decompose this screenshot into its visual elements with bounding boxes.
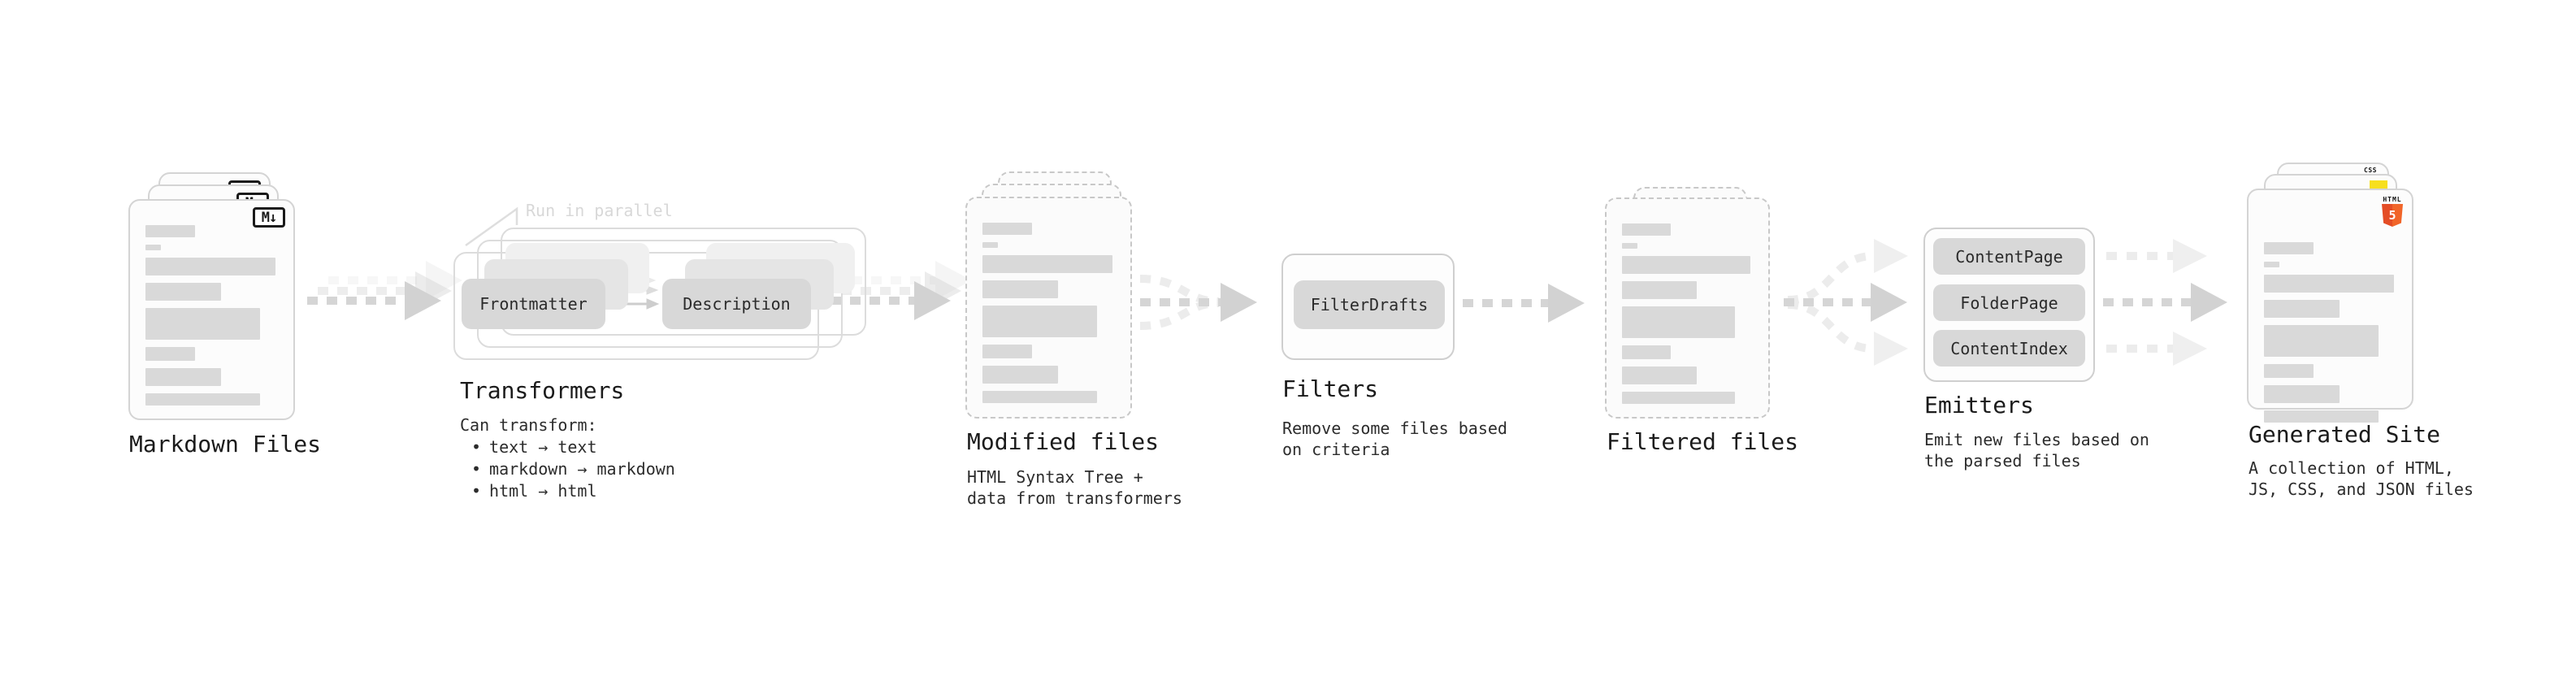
markdown-icon: M↓	[253, 207, 285, 228]
stage-label-generated-site: Generated Site	[2249, 421, 2441, 448]
stage-label-markdown-files: Markdown Files	[129, 431, 322, 458]
bullet-glyph: •	[471, 481, 482, 501]
modified-desc-line1: HTML Syntax Tree +	[967, 467, 1143, 487]
contentpage-pill: ContentPage	[1933, 238, 2085, 275]
filters-desc-line2: on criteria	[1282, 440, 1390, 459]
filterdrafts-pill-label: FilterDrafts	[1310, 295, 1429, 314]
doc-text-bar	[1622, 367, 1697, 384]
folderpage-pill-label: FolderPage	[1960, 293, 2058, 313]
doc-text-bar	[2264, 262, 2280, 267]
doc-text-bar	[982, 306, 1097, 337]
contentindex-pill: ContentIndex	[1933, 330, 2085, 367]
stage-label-emitters: Emitters	[1924, 392, 2034, 419]
html5-icon-number: 5	[2388, 207, 2396, 223]
stage-label-modified-files: Modified files	[967, 428, 1160, 455]
doc-text-bar	[2264, 385, 2340, 403]
doc-text-bar	[2264, 300, 2340, 318]
bullet-label: markdown → markdown	[489, 459, 675, 479]
doc-text-placeholder-bars	[1622, 223, 1750, 404]
generated-file-card-html: HTML 5	[2247, 189, 2413, 423]
transform-bullet-markdown: • markdown → markdown	[471, 459, 675, 479]
doc-text-bar	[2264, 275, 2394, 293]
doc-text-bar	[1622, 306, 1736, 338]
run-in-parallel-note: Run in parallel	[526, 201, 673, 220]
modified-file-card-front	[965, 197, 1132, 419]
doc-text-bar	[145, 225, 195, 237]
emitters-desc-line1: Emit new files based on	[1924, 430, 2149, 449]
modified-desc-line2: data from transformers	[967, 488, 1182, 508]
stage-label-filters: Filters	[1282, 375, 1379, 402]
html5-icon: HTML 5	[2381, 196, 2404, 227]
filters-desc-line1: Remove some files based	[1282, 419, 1507, 438]
doc-text-bar	[145, 245, 162, 250]
doc-text-bar	[145, 393, 260, 406]
generated-desc-line2: JS, CSS, and JSON files	[2249, 479, 2474, 499]
transformers-desc-title: Can transform:	[460, 415, 597, 435]
arrow-filtered-to-emitters-fanout	[1784, 239, 1908, 366]
doc-text-bar	[2264, 364, 2314, 378]
html5-icon-shield: 5	[2382, 204, 2403, 227]
doc-text-bar	[2264, 325, 2379, 357]
description-pill: Description	[662, 279, 811, 329]
doc-text-bar	[982, 391, 1097, 403]
contentpage-pill-label: ContentPage	[1955, 246, 2063, 267]
doc-text-bar	[1622, 223, 1672, 236]
html5-icon-word: HTML	[2383, 196, 2402, 203]
doc-text-bar	[982, 366, 1058, 384]
doc-text-bar	[1622, 281, 1697, 299]
css3-icon-word: CSS	[2364, 167, 2377, 174]
generated-desc-line1: A collection of HTML,	[2249, 458, 2454, 478]
doc-text-bar	[1622, 243, 1637, 249]
doc-text-bar	[1622, 392, 1736, 404]
doc-text-bar	[145, 258, 275, 275]
bullet-glyph: •	[471, 459, 482, 479]
doc-text-bar	[145, 308, 260, 340]
doc-text-bar	[982, 223, 1032, 235]
doc-text-bar	[145, 368, 221, 386]
doc-text-bar	[1622, 345, 1672, 359]
doc-text-bar	[982, 345, 1032, 358]
doc-text-bar	[982, 242, 999, 248]
arrow-filters-to-filtered	[1463, 284, 1585, 323]
markdown-icon-glyph: M↓	[261, 209, 278, 226]
stage-label-transformers: Transformers	[460, 377, 625, 404]
doc-text-bar	[982, 280, 1058, 298]
javascript-icon	[2370, 180, 2387, 191]
bullet-label: html → html	[489, 481, 597, 501]
doc-text-placeholder-bars	[145, 225, 275, 406]
doc-text-bar	[1622, 256, 1750, 274]
frontmatter-pill-label: Frontmatter	[479, 294, 588, 314]
doc-text-bar	[145, 347, 195, 361]
doc-text-placeholder-bars	[2264, 242, 2394, 423]
arrow-emitters-to-generated	[2103, 239, 2227, 366]
bullet-glyph: •	[471, 437, 482, 457]
description-pill-label: Description	[683, 294, 791, 314]
doc-text-placeholder-bars	[982, 223, 1112, 403]
doc-text-bar	[2264, 242, 2314, 254]
folderpage-pill: FolderPage	[1933, 284, 2085, 321]
frontmatter-pill: Frontmatter	[462, 279, 605, 329]
transform-bullet-text: • text → text	[471, 437, 597, 457]
emitters-desc-line2: the parsed files	[1924, 451, 2081, 471]
contentindex-pill-label: ContentIndex	[1950, 338, 2068, 358]
arrow-markdown-to-transformers	[307, 261, 462, 320]
doc-text-bar	[2264, 410, 2379, 423]
doc-text-bar	[145, 283, 221, 301]
arrow-modified-to-filters-merge	[1139, 275, 1257, 330]
bullet-label: text → text	[489, 437, 597, 457]
filtered-file-card-front	[1605, 197, 1770, 419]
markdown-file-card-front: M↓	[128, 199, 295, 420]
transform-bullet-html: • html → html	[471, 481, 597, 501]
stage-label-filtered-files: Filtered files	[1607, 428, 1799, 455]
filterdrafts-pill: FilterDrafts	[1294, 280, 1445, 329]
doc-text-bar	[982, 255, 1112, 273]
